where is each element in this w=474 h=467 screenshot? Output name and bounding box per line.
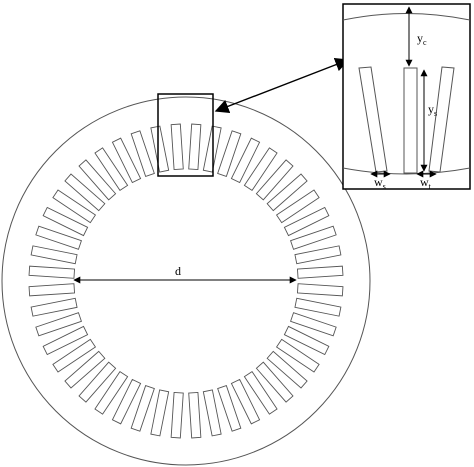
stator-slot xyxy=(94,147,129,192)
stator-slot xyxy=(283,206,330,237)
stator-slot xyxy=(64,350,106,389)
stator-slot xyxy=(78,159,117,201)
inset-slot-center xyxy=(403,67,418,174)
stator-slot xyxy=(111,378,142,425)
stator-slot xyxy=(275,189,320,224)
stator-slot xyxy=(30,245,78,265)
stator-slot xyxy=(266,173,308,212)
stator-slot xyxy=(243,370,278,415)
stator-slot xyxy=(290,225,337,250)
stator-slot xyxy=(255,159,294,201)
stator-slot xyxy=(30,297,78,317)
stator-slot xyxy=(294,297,342,317)
zoom-connector-arrow xyxy=(214,58,350,113)
stator-slot xyxy=(150,125,170,173)
stator-slot xyxy=(294,245,342,265)
stator-slot xyxy=(28,265,76,279)
stator-slot xyxy=(230,137,261,184)
zoom-region-box xyxy=(157,93,214,177)
inset-bore-arc xyxy=(343,167,470,175)
stator-slot xyxy=(52,189,97,224)
stator-slot xyxy=(217,385,242,432)
diameter-label: d xyxy=(175,264,181,278)
stator-slot xyxy=(275,338,320,373)
stator-slot xyxy=(217,130,242,177)
stator-slot xyxy=(202,389,222,437)
stator-slot xyxy=(130,130,155,177)
stator-slot xyxy=(78,361,117,403)
stator-slot xyxy=(202,125,222,173)
stator-slot xyxy=(188,123,202,171)
stator-slot xyxy=(290,312,337,337)
stator-slot xyxy=(255,361,294,403)
stator-slot xyxy=(35,312,82,337)
stator-slot xyxy=(111,137,142,184)
stator-slot xyxy=(296,265,344,279)
stator-outer-circle xyxy=(1,96,371,466)
stator-slot xyxy=(170,391,184,439)
inset-slot-right xyxy=(428,66,455,173)
stator-slot xyxy=(266,350,308,389)
stator-slot xyxy=(230,378,261,425)
stator-slot xyxy=(170,123,184,171)
stator-slot xyxy=(243,147,278,192)
stator-slots xyxy=(28,123,344,439)
stator-slot xyxy=(94,370,129,415)
stator-slot xyxy=(42,325,89,356)
stator-slot xyxy=(188,391,202,439)
stator-slot xyxy=(283,325,330,356)
stator-slot xyxy=(150,389,170,437)
tooth-width-label: wt xyxy=(420,175,432,191)
inset-detail: yc ys ws wt xyxy=(342,3,471,191)
stator-slot xyxy=(42,206,89,237)
slot-width-label: ws xyxy=(374,175,386,191)
stator-slot xyxy=(130,385,155,432)
stator-slot xyxy=(296,283,344,297)
stator-slot xyxy=(28,283,76,297)
slot-depth-label: ys xyxy=(428,102,437,118)
stator-slot xyxy=(35,225,82,250)
stator-slot xyxy=(64,173,106,212)
stator-slot xyxy=(52,338,97,373)
yoke-thickness-label: yc xyxy=(417,31,427,47)
